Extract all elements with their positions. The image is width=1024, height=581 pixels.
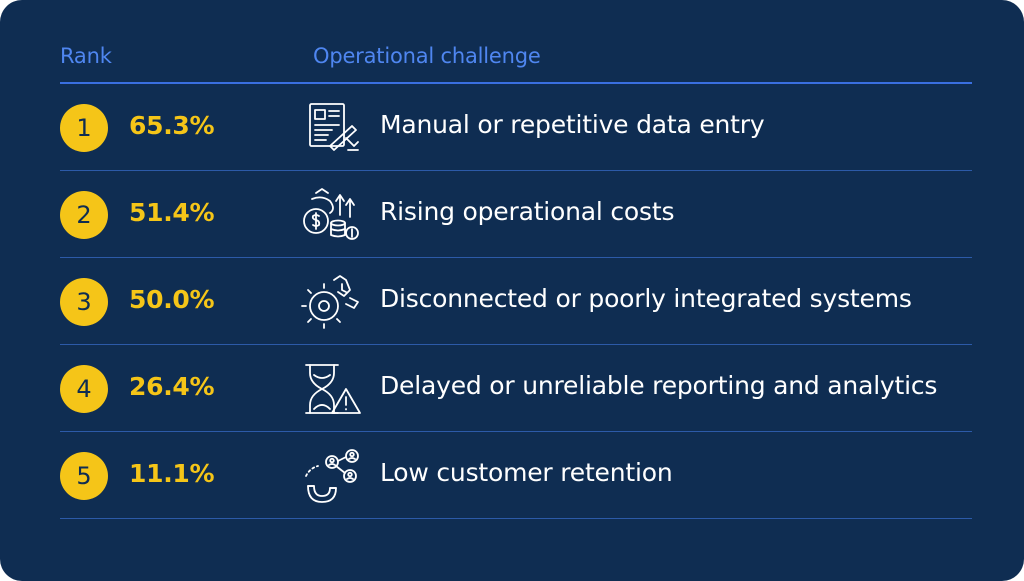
percent-value: 11.1%	[129, 459, 215, 488]
row-divider	[60, 344, 972, 345]
challenge-label: Manual or repetitive data entry	[380, 110, 765, 139]
hourglass-warning-icon	[300, 359, 364, 419]
row-divider	[60, 431, 972, 432]
challenge-label: Rising operational costs	[380, 197, 675, 226]
table-row: 5 11.1% Low customer retention	[60, 432, 972, 519]
challenge-label: Disconnected or poorly integrated system…	[380, 284, 912, 313]
challenge-label: Delayed or unreliable reporting and anal…	[380, 371, 938, 400]
challenge-label: Low customer retention	[380, 458, 673, 487]
rising-costs-icon	[300, 185, 364, 245]
rank-badge: 4	[60, 365, 108, 413]
magnet-customers-icon	[300, 446, 364, 506]
rank-badge: 2	[60, 191, 108, 239]
percent-value: 26.4%	[129, 372, 215, 401]
rank-column-header: Rank	[60, 44, 112, 68]
challenge-column-header: Operational challenge	[313, 44, 541, 68]
rank-badge: 1	[60, 104, 108, 152]
rank-badge: 3	[60, 278, 108, 326]
document-signing-icon	[300, 98, 364, 158]
gear-clock-icon	[300, 272, 364, 332]
table-row: 4 26.4% Delayed or unreliable reporting …	[60, 345, 972, 432]
table-row: 1 65.3% Manual or repetitive data entry	[60, 84, 972, 171]
percent-value: 51.4%	[129, 198, 215, 227]
row-divider	[60, 518, 972, 519]
rank-badge: 5	[60, 452, 108, 500]
table-row: 3 50.0% Disconnected or poorly integrate…	[60, 258, 972, 345]
percent-value: 65.3%	[129, 111, 215, 140]
table-row: 2 51.4% Rising operational costs	[60, 171, 972, 258]
header-divider	[60, 82, 972, 84]
row-divider	[60, 170, 972, 171]
percent-value: 50.0%	[129, 285, 215, 314]
row-divider	[60, 257, 972, 258]
